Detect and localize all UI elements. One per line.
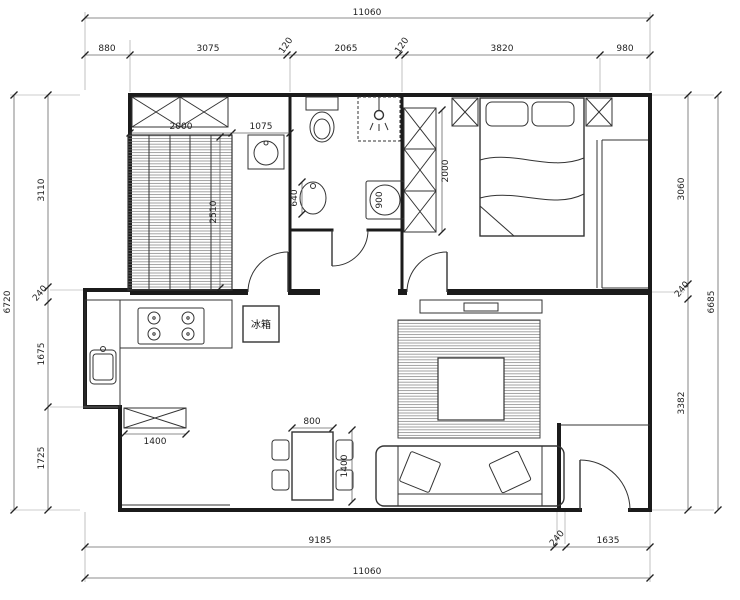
dim-left-outer: 6720 xyxy=(3,290,13,313)
dining xyxy=(271,431,354,501)
kitchen-counter-north xyxy=(119,299,233,349)
cloakroom xyxy=(127,96,285,291)
sofa xyxy=(375,445,565,507)
chair xyxy=(271,439,290,461)
dim-top-120b: 120 xyxy=(393,36,411,56)
wardrobe-hatched xyxy=(127,134,233,291)
nightstand-right xyxy=(585,97,613,127)
blanket-fold-2 xyxy=(479,193,585,201)
doors xyxy=(247,229,631,511)
dim-bottom-overall: 11060 xyxy=(353,567,382,577)
dim-left-240: 240 xyxy=(31,284,50,304)
dim-top-980: 980 xyxy=(616,44,633,54)
dim-dining-width: 800 xyxy=(303,417,320,427)
dim-top-120a: 120 xyxy=(277,36,295,56)
dim-bedroom-cabinet: 2000 xyxy=(441,159,451,182)
nightstand-left xyxy=(451,97,479,127)
bedroom-door-arc xyxy=(406,251,448,293)
sink xyxy=(89,349,117,385)
dim-right-3060: 3060 xyxy=(677,177,687,200)
dining-table xyxy=(291,431,334,501)
dim-balcony-cabinet: 1400 xyxy=(144,437,167,447)
bedroom-wardrobe xyxy=(403,107,437,233)
dim-cloak-depth: 2510 xyxy=(209,200,219,223)
kitchen: 冰箱 xyxy=(84,299,280,408)
vanity-basin xyxy=(299,181,327,215)
chair xyxy=(335,469,354,491)
dim-right-outer: 6685 xyxy=(707,291,717,314)
coffee-table xyxy=(437,357,505,421)
dim-top-overall: 11060 xyxy=(353,8,382,18)
bathroom xyxy=(299,96,405,220)
bedroom xyxy=(403,97,613,237)
cloakroom-door-arc xyxy=(247,251,289,293)
dim-top-880: 880 xyxy=(98,44,115,54)
bathroom-door-arc xyxy=(331,229,369,267)
cabinet-box-2 xyxy=(179,96,229,128)
bed xyxy=(479,97,585,237)
fridge-box xyxy=(242,305,280,343)
dim-top-3075: 3075 xyxy=(197,44,220,54)
dim-dining-length: 1400 xyxy=(340,454,350,477)
tv-console xyxy=(419,299,543,314)
dim-bath-shower: 900 xyxy=(375,191,385,208)
chair xyxy=(335,439,354,461)
corner-basin-counter xyxy=(247,134,285,170)
dim-bottom-1635: 1635 xyxy=(597,536,620,546)
dim-cloak-width: 2000 xyxy=(170,122,193,132)
fridge-label: 冰箱 xyxy=(251,318,271,331)
dim-cloak-side: 1075 xyxy=(250,122,273,132)
pillow-left xyxy=(485,101,529,127)
dimension-lines xyxy=(9,13,723,583)
dim-right-3382: 3382 xyxy=(677,392,687,415)
shower-head-icon xyxy=(373,109,385,121)
dim-bottom-9185: 9185 xyxy=(309,536,332,546)
blanket-fold-1 xyxy=(479,156,585,164)
balcony-cabinet xyxy=(123,407,187,429)
dim-left-3110: 3110 xyxy=(37,178,47,201)
sofa-pillow-right xyxy=(488,450,532,494)
washer-box xyxy=(365,180,405,220)
toilet-bowl xyxy=(309,111,335,143)
toilet-tank xyxy=(305,96,339,111)
entry-door-arc xyxy=(579,459,631,511)
dim-bottom-240: 240 xyxy=(548,529,567,549)
washer-drum xyxy=(369,184,401,216)
chair xyxy=(271,469,290,491)
dim-top-2065: 2065 xyxy=(335,44,358,54)
pillow-right xyxy=(531,101,575,127)
windows xyxy=(122,139,650,506)
balcony xyxy=(123,407,187,429)
sofa-pillow-left xyxy=(399,451,441,493)
dim-left-1675: 1675 xyxy=(37,343,47,366)
dim-left-1725: 1725 xyxy=(37,447,47,470)
living-room xyxy=(375,299,565,507)
stove xyxy=(137,307,205,345)
tv xyxy=(463,302,499,312)
dim-top-3820: 3820 xyxy=(491,44,514,54)
dim-bath-basin: 640 xyxy=(290,189,300,206)
